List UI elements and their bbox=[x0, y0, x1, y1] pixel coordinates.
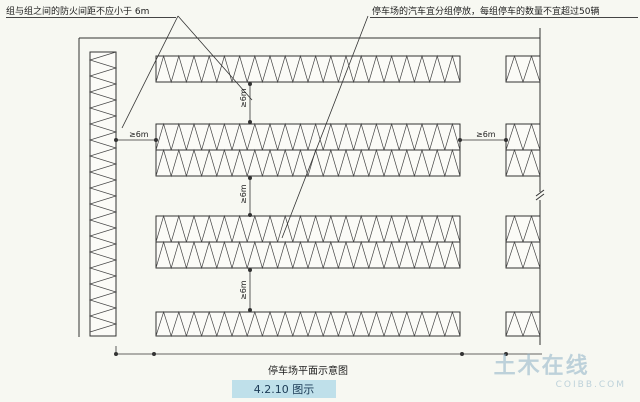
note-group-parking: 停车场的汽车宜分组停放，每组停车的数量不宜超过50辆 bbox=[372, 7, 600, 17]
note-right-underline bbox=[370, 17, 638, 18]
stall-right-4 bbox=[505, 310, 541, 338]
watermark: 土木在线 COIBB.COM bbox=[494, 348, 626, 390]
figure-label: 4.2.10 图示 bbox=[232, 380, 336, 398]
stall-right-3a bbox=[505, 214, 541, 244]
note-left-underline bbox=[6, 17, 176, 18]
dim-label-row-2: ≥6m bbox=[239, 184, 248, 204]
stall-row-3a bbox=[155, 214, 461, 244]
stall-row-1 bbox=[155, 54, 461, 84]
stall-row-3b bbox=[155, 240, 461, 270]
stall-right-2b bbox=[505, 148, 541, 178]
dim-label-group-right: ≥6m bbox=[476, 130, 496, 139]
dim-label-group-left: ≥6m bbox=[129, 130, 149, 139]
dim-label-row-1: ≥6m bbox=[239, 88, 248, 108]
stall-column-left bbox=[88, 51, 118, 337]
stall-row-2b bbox=[155, 148, 461, 178]
stall-row-4 bbox=[155, 310, 461, 338]
dimension-labels: ≥6m ≥6m ≥6m ≥6m ≥6m bbox=[129, 88, 496, 300]
watermark-name: 土木在线 bbox=[493, 354, 590, 379]
parking-stall-groups bbox=[88, 51, 541, 338]
dimension-markers bbox=[114, 82, 508, 312]
diagram-caption: 停车场平面示意图 bbox=[268, 366, 348, 377]
dim-label-row-3: ≥6m bbox=[239, 280, 248, 300]
leader-lines bbox=[121, 15, 369, 239]
stall-right-2a bbox=[505, 122, 541, 152]
note-fire-spacing: 组与组之间的防火间距不应小于 6m bbox=[6, 7, 150, 17]
watermark-domain: COIBB.COM bbox=[555, 380, 626, 390]
stall-row-2a bbox=[155, 122, 461, 152]
stall-right-3b bbox=[505, 240, 541, 270]
bottom-dimension-line bbox=[114, 346, 542, 356]
stall-right-1 bbox=[505, 54, 541, 84]
